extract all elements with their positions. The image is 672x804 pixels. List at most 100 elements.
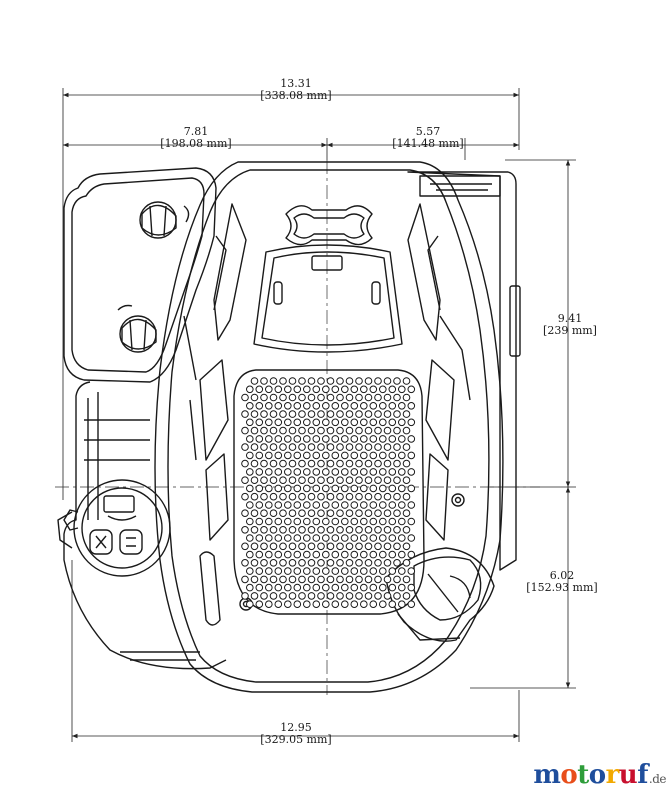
screen-hole: [388, 418, 397, 427]
screen-hole: [255, 468, 264, 476]
screen-hole: [255, 517, 264, 526]
screen-hole: [341, 451, 349, 460]
screen-hole: [265, 517, 273, 526]
screen-hole: [317, 426, 325, 435]
screen-hole: [288, 509, 297, 518]
screen-hole: [241, 559, 249, 567]
logo-letter: u: [618, 760, 638, 790]
screen-hole: [407, 583, 416, 592]
screen-hole: [303, 550, 311, 559]
screen-hole: [374, 459, 382, 468]
screen-hole: [336, 393, 344, 402]
screen-hole: [241, 476, 249, 485]
screen-hole: [312, 402, 321, 410]
screen-hole: [307, 559, 316, 567]
screen-hole: [284, 501, 292, 509]
screen-hole: [336, 492, 344, 501]
screen-hole: [388, 402, 397, 410]
screen-hole: [379, 517, 387, 526]
screen-hole: [265, 567, 273, 575]
screen-hole: [360, 402, 368, 410]
screen-hole: [398, 550, 406, 559]
screen-hole: [379, 418, 387, 427]
screen-hole: [307, 492, 316, 501]
screen-hole: [312, 534, 321, 542]
screen-hole: [241, 410, 249, 418]
screen-hole: [312, 583, 321, 592]
screen-hole: [345, 492, 354, 501]
screen-hole: [246, 435, 254, 443]
screen-hole: [322, 435, 330, 443]
screen-hole: [265, 550, 273, 559]
dim-top-total-mm: [338.08 mm]: [260, 89, 332, 102]
screen-hole: [269, 377, 278, 385]
screen-hole: [317, 542, 325, 551]
screen-hole: [298, 542, 306, 551]
screen-hole: [364, 542, 373, 551]
screen-hole: [364, 476, 373, 485]
logo-letter: r: [605, 760, 620, 790]
screen-hole: [317, 509, 325, 518]
screen-hole: [407, 385, 416, 394]
screen-hole: [246, 534, 254, 542]
screen-hole: [407, 501, 416, 509]
screen-hole: [364, 526, 373, 534]
screen-hole: [246, 385, 254, 394]
screen-hole: [255, 567, 264, 575]
screen-hole: [374, 526, 382, 534]
screen-hole: [398, 484, 406, 493]
screen-hole: [317, 492, 325, 501]
screen-hole: [246, 402, 254, 410]
screen-hole: [265, 583, 273, 592]
screen-hole: [350, 451, 359, 460]
screen-hole: [326, 542, 335, 551]
screen-hole: [265, 534, 273, 542]
screen-hole: [369, 385, 378, 394]
screen-hole: [402, 542, 411, 551]
screen-hole: [393, 393, 401, 402]
screen-hole: [398, 600, 406, 609]
screen-hole: [393, 526, 401, 534]
screen-hole: [298, 377, 306, 385]
screen-hole: [274, 418, 283, 427]
screen-hole: [379, 534, 387, 542]
screen-hole: [388, 600, 397, 609]
screen-hole: [303, 567, 311, 575]
screen-hole: [341, 534, 349, 542]
screen-hole: [398, 534, 406, 542]
screen-hole: [383, 559, 392, 567]
screen-hole: [402, 559, 411, 567]
screen-hole: [398, 468, 406, 476]
screen-hole: [241, 426, 249, 435]
screen-hole: [269, 492, 278, 501]
screen-hole: [269, 526, 278, 534]
screen-hole: [279, 542, 287, 551]
screen-hole: [255, 534, 264, 542]
screen-hole: [260, 526, 268, 534]
screen-hole: [312, 600, 321, 609]
screen-hole: [383, 377, 392, 385]
screen-hole: [246, 451, 254, 460]
screen-hole: [345, 542, 354, 551]
screen-hole: [360, 583, 368, 592]
screen-hole: [379, 583, 387, 592]
screen-hole: [407, 600, 416, 609]
screen-hole: [388, 385, 397, 394]
screen-hole: [402, 492, 411, 501]
screen-hole: [407, 418, 416, 427]
screen-hole: [307, 575, 316, 584]
screen-hole: [293, 484, 302, 493]
screen-hole: [288, 410, 297, 418]
screen-hole: [350, 435, 359, 443]
screen-hole: [355, 509, 363, 518]
screen-hole: [369, 418, 378, 427]
screen-hole: [288, 459, 297, 468]
screen-hole: [312, 550, 321, 559]
screen-hole: [288, 393, 297, 402]
screen-hole: [260, 492, 268, 501]
screen-hole: [322, 468, 330, 476]
screen-hole: [246, 484, 254, 493]
dim-top-left-label: 7.81 [198.08 mm]: [136, 126, 256, 150]
screen-hole: [303, 385, 311, 394]
